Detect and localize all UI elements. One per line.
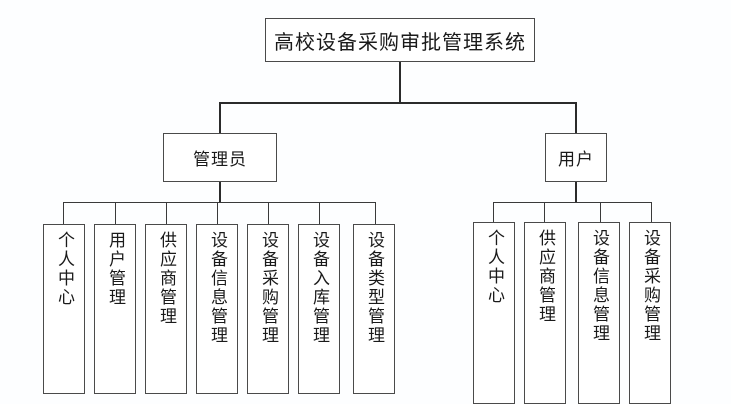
- node-leaf-label: 个人中心: [484, 229, 504, 305]
- node-leaf-label: 设备信息管理: [589, 229, 609, 343]
- connector-user-child-1: [493, 202, 494, 222]
- node-leaf-label: 设备采购管理: [258, 231, 278, 345]
- node-leaf-label: 设备信息管理: [207, 231, 227, 345]
- connector-level2-bus: [219, 102, 576, 104]
- connector-admin-child-5: [268, 202, 269, 224]
- connector-admin-child-7: [375, 202, 376, 224]
- connector-drop-admin: [219, 102, 221, 133]
- node-leaf-label: 个人中心: [54, 231, 74, 307]
- connector-user-child-4: [651, 202, 652, 222]
- node-leaf-admin-user-management[interactable]: 用户管理: [94, 224, 136, 394]
- node-leaf-label: 设备类型管理: [364, 231, 384, 345]
- node-leaf-label: 供应商管理: [156, 231, 176, 326]
- connector-user-bus: [493, 202, 652, 203]
- node-leaf-user-supplier-management[interactable]: 供应商管理: [524, 222, 566, 404]
- node-leaf-admin-equipment-info-management[interactable]: 设备信息管理: [196, 224, 238, 394]
- connector-admin-child-4: [217, 202, 218, 224]
- node-leaf-user-equipment-purchase-management[interactable]: 设备采购管理: [629, 222, 671, 404]
- node-branch-user-label: 用户: [558, 150, 594, 170]
- connector-admin-child-3: [166, 202, 167, 224]
- node-leaf-user-personal-center[interactable]: 个人中心: [473, 222, 515, 404]
- node-leaf-admin-equipment-type-management[interactable]: 设备类型管理: [353, 224, 395, 394]
- node-root-system[interactable]: 高校设备采购审批管理系统: [265, 18, 535, 62]
- connector-user-child-3: [600, 202, 601, 222]
- node-leaf-label: 用户管理: [105, 231, 125, 307]
- connector-admin-child-1: [63, 202, 64, 224]
- connector-drop-user: [575, 102, 577, 133]
- node-branch-admin[interactable]: 管理员: [163, 133, 277, 182]
- node-leaf-admin-equipment-purchase-management[interactable]: 设备采购管理: [247, 224, 289, 394]
- node-root-label: 高校设备采购审批管理系统: [274, 29, 526, 54]
- connector-user-stem: [575, 182, 577, 203]
- node-leaf-label: 供应商管理: [535, 229, 555, 324]
- node-leaf-admin-supplier-management[interactable]: 供应商管理: [145, 224, 187, 394]
- connector-admin-stem: [219, 182, 221, 203]
- node-leaf-label: 设备采购管理: [640, 229, 660, 343]
- connector-admin-child-2: [115, 202, 116, 224]
- connector-root-stem: [399, 62, 401, 103]
- node-leaf-admin-equipment-inbound-management[interactable]: 设备入库管理: [298, 224, 340, 394]
- node-branch-admin-label: 管理员: [193, 150, 247, 170]
- connector-admin-child-6: [319, 202, 320, 224]
- node-leaf-user-equipment-info-management[interactable]: 设备信息管理: [578, 222, 620, 404]
- connector-admin-bus: [63, 202, 376, 203]
- node-leaf-admin-personal-center[interactable]: 个人中心: [43, 224, 85, 394]
- connector-user-child-2: [544, 202, 545, 222]
- node-leaf-label: 设备入库管理: [309, 231, 329, 345]
- node-branch-user[interactable]: 用户: [545, 133, 607, 182]
